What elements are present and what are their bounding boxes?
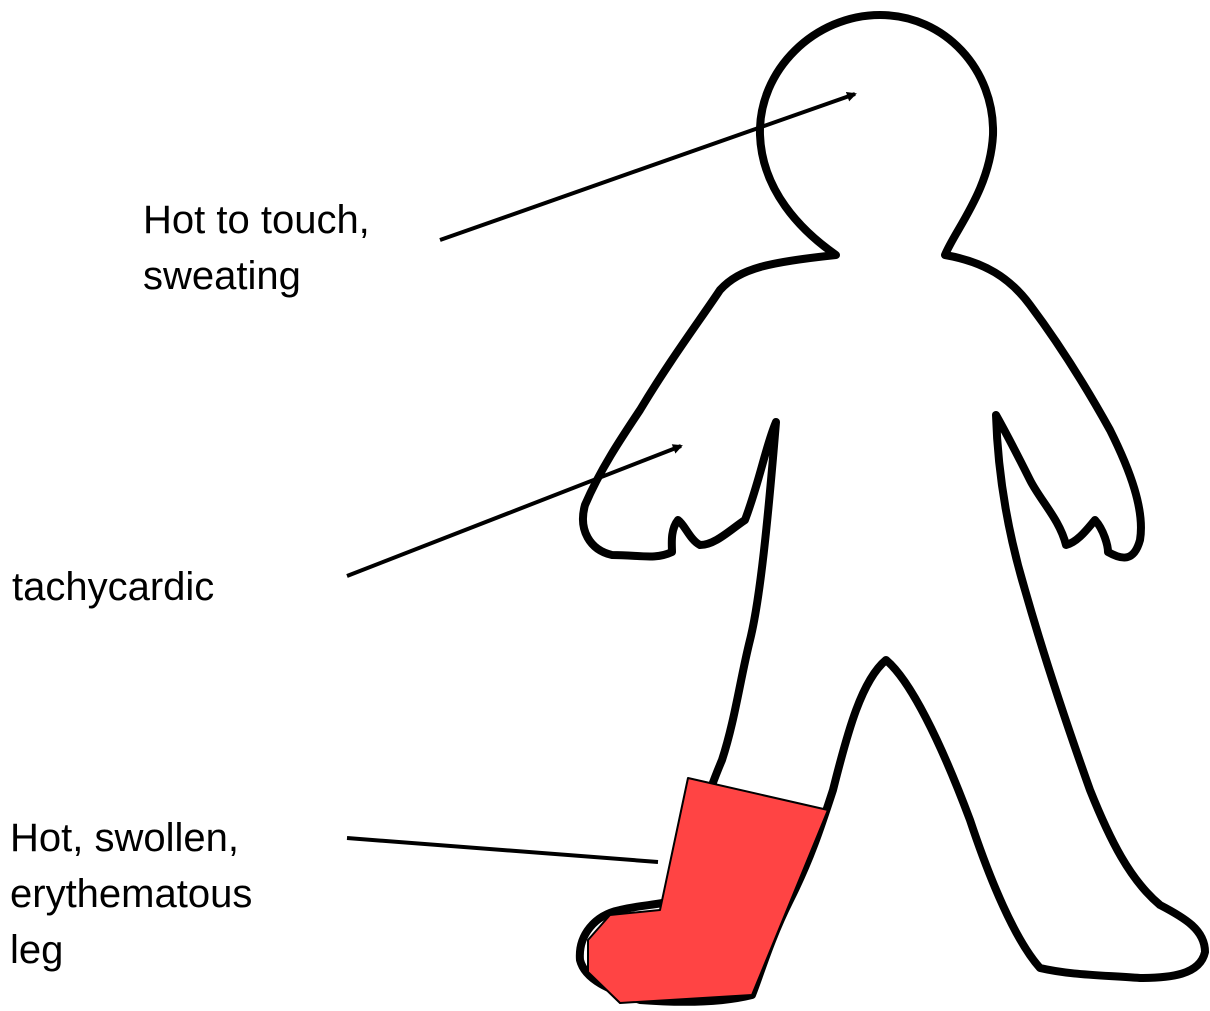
chest-annotation-line-1: tachycardic	[12, 559, 214, 615]
leg-annotation-line-1: Hot, swollen,	[10, 810, 252, 866]
chest-annotation: tachycardic	[12, 559, 214, 615]
head-annotation-line-1: Hot to touch,	[143, 192, 370, 248]
leg-annotation: Hot, swollen, erythematous leg	[10, 810, 252, 978]
leg-annotation-line-2: erythematous	[10, 866, 252, 922]
leg-leader-line	[347, 838, 658, 862]
leg-annotation-line-3: leg	[10, 922, 252, 978]
head-annotation: Hot to touch, sweating	[143, 192, 370, 304]
affected-leg-highlight	[588, 778, 828, 1003]
head-annotation-line-2: sweating	[143, 248, 370, 304]
